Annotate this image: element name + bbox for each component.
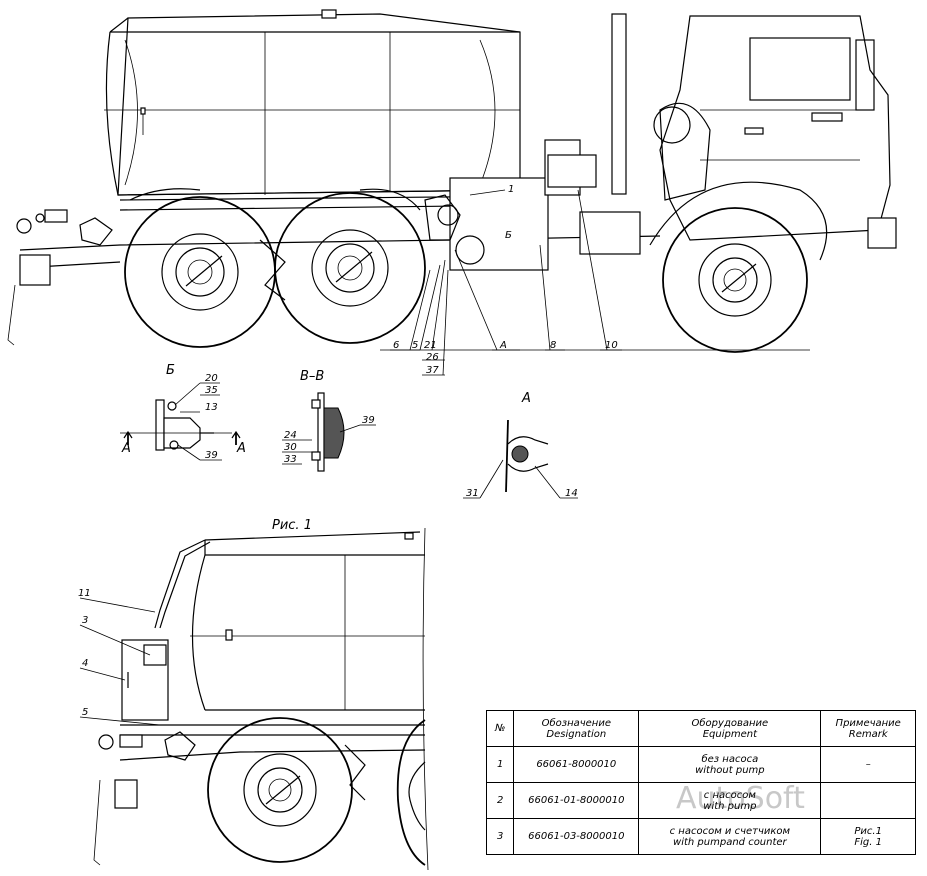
equipment-box	[424, 139, 641, 271]
fig1-view: Рис. 1 11 3 4	[78, 518, 429, 871]
fig1-title: Рис. 1	[272, 518, 312, 533]
row-num: 3	[485, 818, 515, 855]
rear-wheel-2	[274, 192, 426, 344]
callout-5: 5	[412, 340, 418, 351]
front-wheel	[649, 181, 828, 353]
view-b-label-20: 20	[205, 373, 218, 384]
cab	[611, 13, 897, 249]
view-a: А 31 14	[463, 391, 578, 499]
row-designation: 66061-8000010	[513, 746, 640, 783]
callout-B: Б	[505, 230, 512, 241]
spring	[259, 239, 286, 301]
callout-10: 10	[605, 340, 618, 351]
callout-21: 21	[424, 340, 437, 351]
row-designation: 66061-03-8000010	[513, 818, 640, 855]
view-b-arrow-left: А	[121, 441, 131, 456]
view-b-label-35: 35	[205, 385, 218, 396]
callout-26: 26	[426, 352, 439, 363]
callout-1: 1	[508, 184, 514, 195]
view-b-label-13: 13	[205, 402, 218, 413]
row-remark: –	[820, 746, 916, 783]
tank-body	[104, 9, 521, 196]
fig1-label-3: 3	[82, 615, 88, 626]
view-a-label-31: 31	[466, 488, 479, 499]
view-a-title: А	[521, 391, 531, 406]
fig1-label-11: 11	[78, 588, 91, 599]
callout-A: А	[499, 340, 507, 351]
table-row: 3 66061-03-8000010 с насосом и счетчиком…	[485, 818, 916, 855]
view-vv-label-30: 30	[284, 442, 297, 453]
row-remark	[820, 782, 916, 819]
fig1-label-5: 5	[82, 707, 88, 718]
row-designation: 66061-01-8000010	[513, 782, 640, 819]
view-vv-label-39: 39	[362, 415, 375, 426]
view-b-title: Б	[166, 363, 175, 378]
view-vv: В–В 39 24 30 33	[282, 369, 376, 472]
callout-37: 37	[426, 365, 439, 376]
view-a-label-14: 14	[565, 488, 578, 499]
rear-wheel-1	[124, 196, 276, 348]
view-b-label-39: 39	[205, 450, 218, 461]
leader-lines	[390, 189, 622, 376]
view-vv-label-33: 33	[284, 454, 297, 465]
view-vv-title: В–В	[300, 369, 324, 384]
callout-8: 8	[550, 340, 556, 351]
row-num: 1	[485, 746, 515, 783]
row-num: 2	[485, 782, 515, 819]
view-b-arrow-right: А	[236, 441, 246, 456]
chassis-frame	[19, 188, 661, 269]
callout-6: 6	[393, 340, 399, 351]
view-vv-label-24: 24	[284, 430, 297, 441]
rear-coupling	[7, 209, 113, 346]
fig1-label-4: 4	[82, 658, 88, 669]
header-num: №	[485, 710, 515, 747]
view-b: Б А А 20 35 13 39	[120, 363, 246, 461]
